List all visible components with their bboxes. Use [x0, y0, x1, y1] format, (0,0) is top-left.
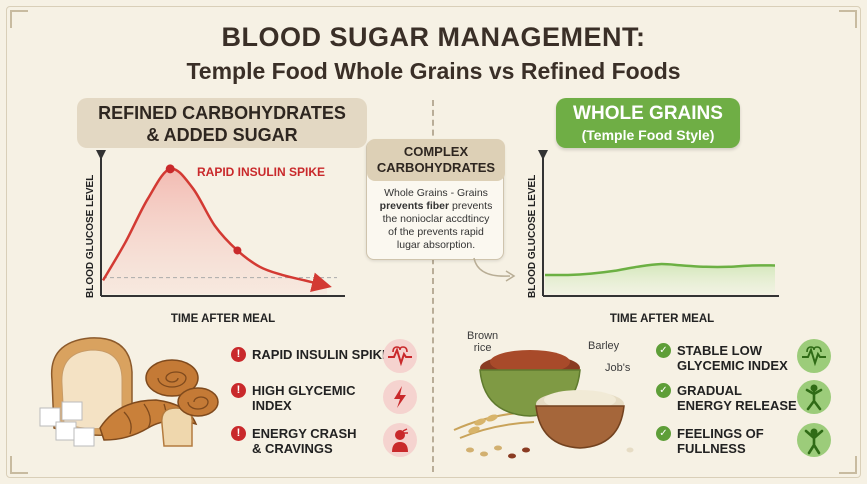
active-person-icon [797, 380, 831, 414]
whole-grain-glucose-chart: BLOOD GLUCOSE LEVEL TIME AFTER MEAL [527, 150, 779, 325]
alert-icon: ! [231, 383, 246, 398]
jobs-tears-label: Job's [605, 362, 631, 374]
label-line: rice [473, 342, 492, 354]
item-line: GRADUAL [677, 383, 742, 398]
spike-annotation: RAPID INSULIN SPIKE [197, 165, 325, 179]
whole-grains-illustration [453, 350, 634, 459]
list-item: ! HIGH GLYCEMIC INDEX [231, 383, 356, 413]
check-icon: ✓ [656, 343, 671, 358]
item-line: HIGH GLYCEMIC [252, 383, 356, 398]
check-icon: ✓ [656, 426, 671, 441]
heartbeat-icon [383, 339, 417, 373]
lightning-icon [383, 380, 417, 414]
item-label: FEELINGS OF FULLNESS [677, 426, 764, 456]
callout-text: lugar absorption. [396, 239, 476, 251]
item-line: & CRAVINGS [252, 441, 333, 456]
peak-point [165, 164, 175, 174]
corner-ornament [839, 10, 857, 28]
happy-person-icon [797, 423, 831, 457]
item-label: STABLE LOW GLYCEMIC INDEX [677, 343, 788, 373]
corner-ornament [10, 456, 28, 474]
corner-ornament [10, 10, 28, 28]
callout-pointer [473, 257, 516, 282]
barley-bowl-icon [535, 390, 625, 449]
corner-ornament [839, 456, 857, 474]
chart-fill [103, 168, 327, 294]
x-axis-label: TIME AFTER MEAL [171, 313, 275, 325]
item-line: FEELINGS OF [677, 426, 764, 441]
list-item: ! RAPID INSULIN SPIKE [231, 347, 391, 362]
cinnamon-roll-icon [145, 359, 219, 417]
item-label: RAPID INSULIN SPIKE [252, 347, 391, 362]
item-label: GRADUAL ENERGY RELEASE [677, 383, 797, 413]
callout-title: COMPLEX CARBOHYDRATES [367, 139, 505, 181]
tired-person-icon [383, 423, 417, 457]
callout-text: Whole Grains - Grains [384, 187, 488, 199]
brown-rice-bowl-icon [479, 350, 581, 417]
callout-title-line: CARBOHYDRATES [376, 160, 496, 175]
x-axis-label: TIME AFTER MEAL [610, 313, 714, 325]
list-item: ✓ FEELINGS OF FULLNESS [656, 426, 764, 456]
brown-rice-label: Brown rice [467, 330, 498, 354]
callout-text: prevents [452, 200, 493, 212]
item-line: ENERGY CRASH [252, 426, 357, 441]
item-line: FULLNESS [677, 441, 746, 456]
complex-carbs-callout: COMPLEX CARBOHYDRATES Whole Grains - Gra… [366, 139, 505, 260]
callout-text: of the prevents rapid [388, 226, 484, 238]
item-line: GLYCEMIC INDEX [677, 358, 788, 373]
callout-text: the nonioclar accdtincy [382, 213, 490, 225]
item-line: ENERGY RELEASE [677, 398, 797, 413]
callout-title-line: COMPLEX [403, 144, 469, 159]
whole-grains-badge: WHOLE GRAINS (Temple Food Style) [556, 98, 740, 148]
page-frame [6, 6, 861, 478]
list-item: ✓ GRADUAL ENERGY RELEASE [656, 383, 797, 413]
bread-pastries-illustration [39, 337, 219, 447]
badge-line: & ADDED SUGAR [146, 125, 298, 145]
badge-line: REFINED CARBOHYDRATES [98, 103, 346, 123]
callout-body: Whole Grains - Grains prevents fiber pre… [373, 187, 499, 252]
refined-glucose-chart: RAPID INSULIN SPIKE BLOOD GLUCOSE LEVEL … [85, 150, 345, 325]
center-divider [432, 100, 434, 472]
item-line: INDEX [252, 398, 292, 413]
list-item: ✓ STABLE LOW GLYCEMIC INDEX [656, 343, 788, 373]
item-line: STABLE LOW [677, 343, 762, 358]
chart-fill [545, 264, 775, 294]
heartbeat-icon [797, 339, 831, 373]
scattered-grains-icon [466, 445, 634, 459]
glucose-line [544, 262, 776, 277]
bread-slice-icon [161, 407, 193, 447]
callout-bold: prevents fiber [379, 200, 450, 212]
badge-sub: (Temple Food Style) [581, 127, 715, 143]
label-line: Brown [467, 330, 499, 342]
sugar-cubes-icon [39, 401, 95, 447]
drop-point [233, 246, 242, 255]
refined-carbs-badge: REFINED CARBOHYDRATES & ADDED SUGAR [77, 98, 367, 148]
page-subtitle: Temple Food Whole Grains vs Refined Food… [186, 58, 681, 84]
callout-line: prevents fiber prevents [373, 200, 499, 213]
alert-icon: ! [231, 426, 246, 441]
y-axis-label: BLOOD GLUCOSE LEVEL [85, 175, 96, 298]
item-label: ENERGY CRASH & CRAVINGS [252, 426, 357, 456]
barley-label: Barley [588, 340, 620, 352]
page-title: BLOOD SUGAR MANAGEMENT: [221, 22, 646, 52]
badge-main: WHOLE GRAINS [573, 103, 723, 124]
glucose-line [101, 167, 332, 293]
list-item: ! ENERGY CRASH & CRAVINGS [231, 426, 357, 456]
alert-icon: ! [231, 347, 246, 362]
y-axis-label: BLOOD GLUCOSE LEVEL [527, 175, 538, 298]
check-icon: ✓ [656, 383, 671, 398]
item-label: HIGH GLYCEMIC INDEX [252, 383, 356, 413]
